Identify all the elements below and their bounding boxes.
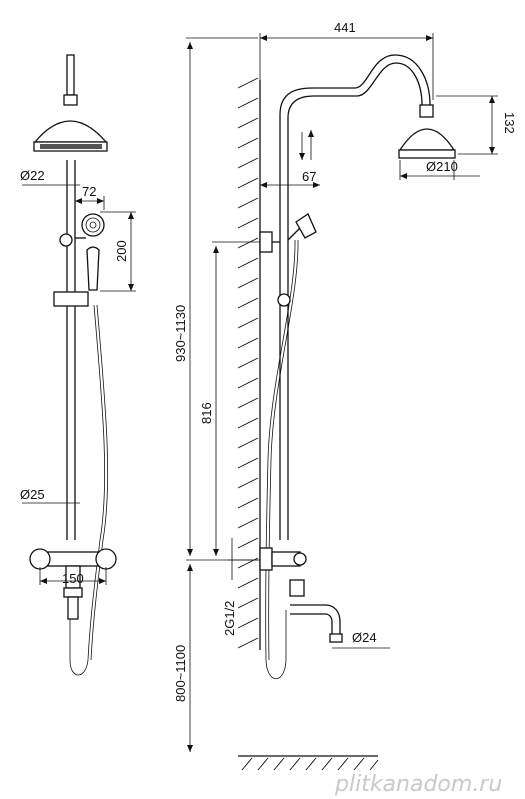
front-right-handle — [95, 548, 117, 570]
floor-hatch — [241, 757, 379, 771]
dim-h200: 200 — [114, 240, 129, 262]
side-hand-shower-holder — [295, 213, 317, 239]
watermark-text: plitkanadom.ru — [334, 772, 502, 797]
front-spout — [67, 596, 79, 620]
front-riser-top — [66, 54, 75, 96]
dim-h800-1100: 800~1100 — [173, 645, 188, 702]
wall-hatch — [237, 77, 259, 649]
dim-h816: 816 — [199, 402, 214, 424]
front-hand-shower-head — [81, 213, 105, 237]
front-sliding-bracket — [53, 291, 89, 307]
up-down-arrows-icon — [299, 130, 314, 160]
dim-d25: Ø25 — [20, 487, 45, 502]
front-shower-head-nozzles — [40, 144, 102, 149]
front-hand-shower-handle — [86, 246, 100, 291]
side-riser-outer — [279, 54, 431, 540]
side-view: 441 132 Ø210 67 930~1130 816 2G1/2 Ø24 8… — [173, 20, 517, 771]
side-mixer-base — [259, 547, 273, 571]
dim-h930-1130: 930~1130 — [173, 305, 188, 362]
dim-w150: 150 — [62, 571, 84, 586]
side-wall-bracket — [259, 231, 273, 253]
side-slider — [277, 293, 291, 307]
front-left-handle — [29, 548, 51, 570]
dim-2g12: 2G1/2 — [222, 601, 237, 636]
front-hand-shower-holder — [59, 233, 73, 247]
dim-w441: 441 — [334, 20, 356, 35]
front-shower-head — [33, 120, 108, 143]
side-shower-head — [398, 128, 456, 151]
front-mixer-body — [47, 551, 99, 567]
dim-d24: Ø24 — [352, 630, 377, 645]
dim-w72: 72 — [82, 184, 96, 199]
side-shower-connector — [419, 104, 434, 118]
dim-d210: Ø210 — [426, 159, 458, 174]
side-hose — [265, 239, 296, 679]
front-riser-connector — [63, 94, 78, 106]
dim-w67: 67 — [302, 169, 316, 184]
front-view: Ø22 72 200 Ø25 150 — [20, 54, 136, 676]
dim-h132: 132 — [502, 112, 517, 134]
side-spout — [290, 604, 341, 634]
side-diverter — [289, 579, 305, 597]
dim-d22: Ø22 — [20, 168, 45, 183]
